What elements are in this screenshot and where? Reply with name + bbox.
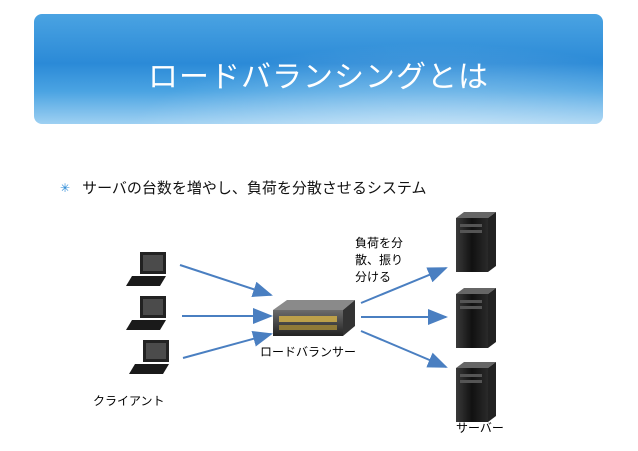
distribute-label-line-1: 負荷を分 xyxy=(355,236,404,250)
server-icon xyxy=(456,362,496,422)
bullet-text: サーバの台数を増やし、負荷を分散させるシステム xyxy=(82,179,427,197)
slide-title: ロードバランシングとは xyxy=(148,60,489,95)
bullet-icon: ✳ xyxy=(60,180,71,195)
servers-label: サーバー xyxy=(456,421,504,435)
title-banner: ロードバランシングとは xyxy=(34,14,603,124)
distribute-label-line-2: 散、振り xyxy=(355,253,404,267)
server-icon xyxy=(456,212,496,272)
distribute-label-line-3: 分ける xyxy=(355,270,392,284)
arrow-client-1 xyxy=(179,264,273,297)
laptop-icon xyxy=(126,252,166,286)
bullet-point: ✳ サーバの台数を増やし、負荷を分散させるシステム xyxy=(60,177,426,198)
server-icon xyxy=(456,288,496,348)
load-balancer-icon xyxy=(273,300,355,336)
clients-label: クライアント xyxy=(93,394,165,408)
laptop-icon xyxy=(126,296,166,330)
arrow-server-3 xyxy=(360,330,448,368)
arrow-server-1 xyxy=(360,267,448,304)
banner-shine xyxy=(34,14,603,124)
distribute-label: 負荷を分 散、振り 分ける xyxy=(355,235,403,286)
arrow-client-3 xyxy=(182,331,273,359)
laptop-icon xyxy=(129,340,169,374)
load-balancer-label: ロードバランサー xyxy=(260,345,357,359)
